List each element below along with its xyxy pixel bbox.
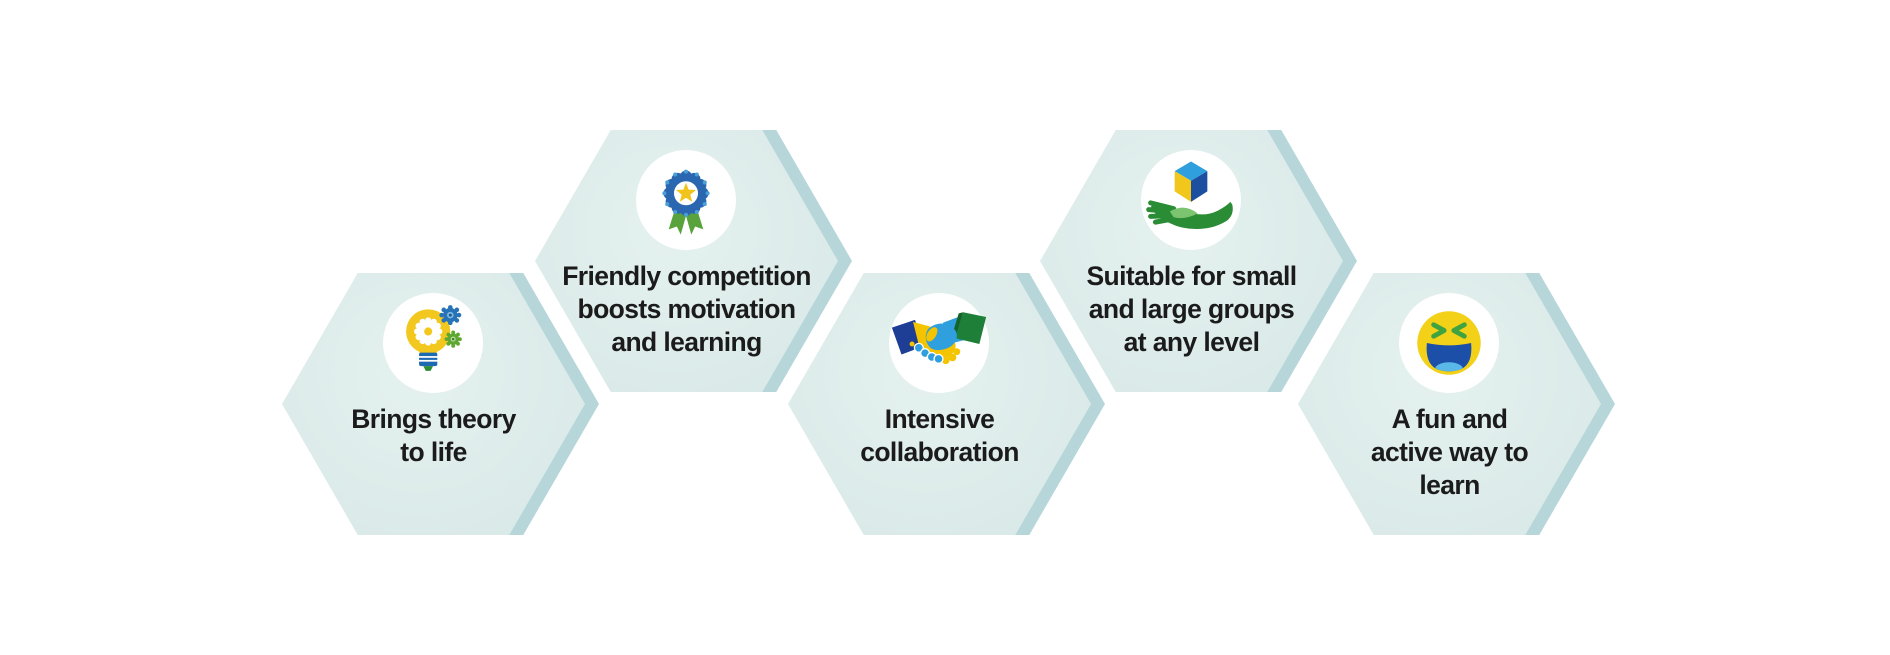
hand-cube-icon <box>1146 161 1233 229</box>
label-line: active way to <box>1370 437 1529 467</box>
icon-circle <box>1399 293 1499 393</box>
label-line: Brings theory <box>351 404 516 434</box>
handshake-icon <box>891 312 987 365</box>
hexagon-label: A fun and active way to learn <box>1298 403 1601 502</box>
icon-circle <box>636 150 736 250</box>
label-line: to life <box>400 437 467 467</box>
label-line: boosts motivation <box>577 294 796 324</box>
label-line: Friendly competition <box>562 261 811 291</box>
label-line: Suitable for small <box>1086 261 1297 291</box>
hexagon-label: Suitable for small and large groups at a… <box>1040 260 1343 359</box>
hexagon-intensive-collaboration: Intensive collaboration <box>788 273 1105 535</box>
label-line: Intensive <box>884 404 995 434</box>
lightbulb-gears-icon <box>406 305 462 371</box>
hexagon-label: Brings theory to life <box>282 403 585 469</box>
icon-circle <box>889 293 989 393</box>
icon-circle <box>383 293 483 393</box>
hexagon-friendly-competition: Friendly competition boosts motivation a… <box>535 130 852 392</box>
hexagon-label: Friendly competition boosts motivation a… <box>535 260 838 359</box>
hexagon-label: Intensive collaboration <box>788 403 1091 469</box>
laughing-emoji-icon <box>1417 311 1481 375</box>
label-line: at any level <box>1123 327 1260 357</box>
medal-icon <box>662 169 710 235</box>
hexagon-suitable-groups: Suitable for small and large groups at a… <box>1040 130 1357 392</box>
label-line: collaboration <box>860 437 1019 467</box>
label-line: learn <box>1419 470 1480 500</box>
label-line: and large groups <box>1088 294 1295 324</box>
label-line: A fun and <box>1391 404 1508 434</box>
label-line: and learning <box>611 327 762 357</box>
hexagon-fun-active-learn: A fun and active way to learn <box>1298 273 1615 535</box>
icon-circle <box>1141 150 1241 250</box>
hexagon-brings-theory: Brings theory to life <box>282 273 599 535</box>
